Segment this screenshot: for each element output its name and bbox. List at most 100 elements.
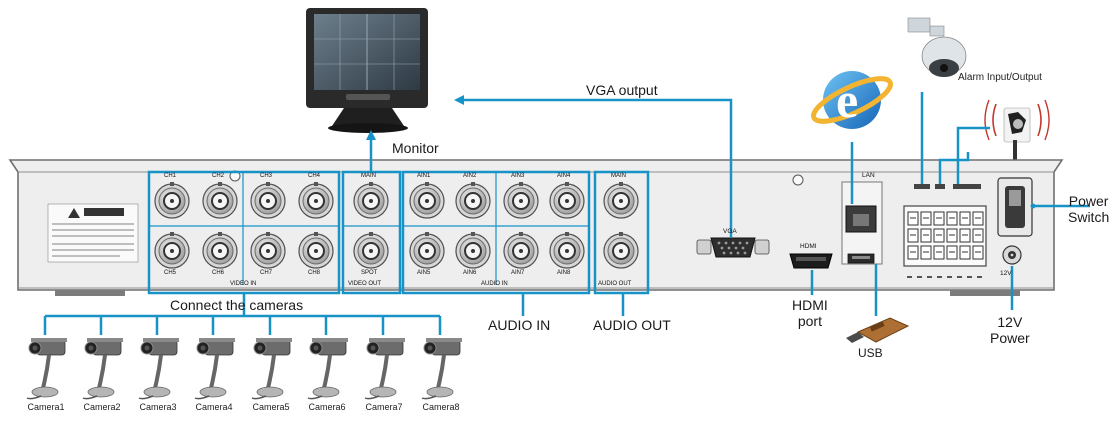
label-hdmi-port: HDMI (800, 243, 817, 250)
bnc-ch8 (298, 232, 334, 269)
label-ain3: AIN3 (511, 173, 525, 179)
label-video-out-main: MAIN (361, 173, 376, 179)
bnc-ch2 (202, 182, 238, 219)
camera-label-8: Camera8 (422, 402, 460, 412)
bnc-ain3 (503, 182, 539, 219)
bnc-ch5 (154, 232, 190, 269)
label-vga-port: VGA (723, 228, 737, 235)
camera-label-5: Camera5 (252, 402, 290, 412)
bnc-ch1 (154, 182, 190, 219)
camera-icon-6 (307, 338, 348, 400)
terminal-pin-label (927, 276, 932, 278)
bnc-ain6 (455, 232, 491, 269)
terminal-pin-label (917, 276, 922, 278)
bnc-audio-out-2 (603, 232, 639, 269)
label-lan-port: LAN (862, 172, 875, 179)
bnc-ch3 (250, 182, 286, 219)
bnc-video-out-spot (353, 232, 389, 269)
alarm-terminal-block (903, 205, 987, 278)
camera-icon-4 (194, 338, 235, 400)
bnc-ch7 (250, 232, 286, 269)
arrowheads (366, 95, 464, 140)
label-ch7: CH7 (260, 270, 273, 276)
terminal-pin-label (907, 276, 912, 278)
camera-icon-7 (364, 338, 405, 400)
power-label: 12V Power (990, 314, 1030, 346)
camera-label-2: Camera2 (83, 402, 121, 412)
bnc-ch4 (298, 182, 334, 219)
hdmi-port-label-line2: port (797, 313, 822, 329)
camera-label-6: Camera6 (308, 402, 346, 412)
internet-explorer-icon: e (811, 71, 893, 129)
label-ain6: AIN6 (463, 270, 477, 276)
camera-icon-8 (421, 338, 462, 400)
label-video-in-group: VIDEO IN (230, 281, 257, 287)
group-dividers (149, 172, 589, 285)
camera-icon-3 (138, 338, 179, 400)
camera-icons (26, 338, 462, 400)
label-ch2: CH2 (212, 173, 225, 179)
label-ch1: CH1 (164, 173, 177, 179)
hdmi-port (789, 253, 833, 269)
bnc-ain4 (549, 182, 585, 219)
camera-label-3: Camera3 (139, 402, 177, 412)
label-power-port: 12V (1000, 270, 1012, 277)
camera-label-4: Camera4 (195, 402, 233, 412)
connection-lines (43, 92, 1090, 335)
power-label-line2: Power (990, 330, 1030, 346)
bnc-ain7 (503, 232, 539, 269)
label-ain8: AIN8 (557, 270, 571, 276)
vga-output-label: VGA output (586, 82, 658, 98)
power-label-line1: 12V (997, 314, 1023, 330)
monitor-icon (306, 8, 428, 133)
power-switch (997, 177, 1036, 237)
camera-label-7: Camera7 (365, 402, 403, 412)
label-ch8: CH8 (308, 270, 321, 276)
lan-usb-block (841, 181, 883, 265)
bnc-ain2 (455, 182, 491, 219)
bnc-ain1 (409, 182, 445, 219)
terminal-pin-label (967, 276, 972, 278)
terminal-pin-label (947, 276, 952, 278)
label-audio-out-main: MAIN (611, 173, 626, 179)
label-ch6: CH6 (212, 270, 225, 276)
power-jack (1002, 245, 1022, 265)
label-video-out-group: VIDEO OUT (348, 281, 382, 287)
bnc-ain5 (409, 232, 445, 269)
camera-icon-5 (251, 338, 292, 400)
bnc-ain8 (549, 232, 585, 269)
label-ain2: AIN2 (463, 173, 477, 179)
power-switch-label-line1: Power (1068, 193, 1109, 209)
svg-text:e: e (836, 72, 858, 128)
ptz-camera-icon (907, 17, 967, 77)
bnc-ch6 (202, 232, 238, 269)
power-switch-label: Power Switch (1068, 193, 1109, 225)
terminal-pin-label (937, 276, 942, 278)
label-ain5: AIN5 (417, 270, 431, 276)
terminal-pin-label (957, 276, 962, 278)
connect-cameras-label: Connect the cameras (170, 297, 304, 313)
label-ch3: CH3 (260, 173, 273, 179)
label-ch5: CH5 (164, 270, 177, 276)
power-switch-label-line2: Switch (1068, 209, 1110, 225)
alarm-icon (984, 99, 1050, 160)
camera-icon-1 (26, 338, 67, 400)
label-ch4: CH4 (308, 173, 321, 179)
usb-drive-icon (846, 317, 910, 343)
alarm-terminal-top (914, 184, 981, 189)
label-audio-in-group: AUDIO IN (481, 281, 508, 287)
vga-port (696, 237, 770, 258)
label-audio-out-group: AUDIO OUT (598, 281, 632, 287)
hdmi-port-label: HDMI port (792, 297, 828, 329)
bnc-audio-out-1 (603, 182, 639, 219)
audio-out-label: AUDIO OUT (593, 317, 671, 333)
audio-out-group-box (593, 170, 650, 295)
terminal-pin-label (977, 276, 982, 278)
audio-in-label: AUDIO IN (488, 317, 551, 333)
monitor-arrowhead (366, 130, 376, 140)
camera-icon-2 (82, 338, 123, 400)
label-ain7: AIN7 (511, 270, 525, 276)
alarm-io-label: Alarm Input/Output (958, 72, 1042, 83)
label-ain1: AIN1 (417, 173, 431, 179)
